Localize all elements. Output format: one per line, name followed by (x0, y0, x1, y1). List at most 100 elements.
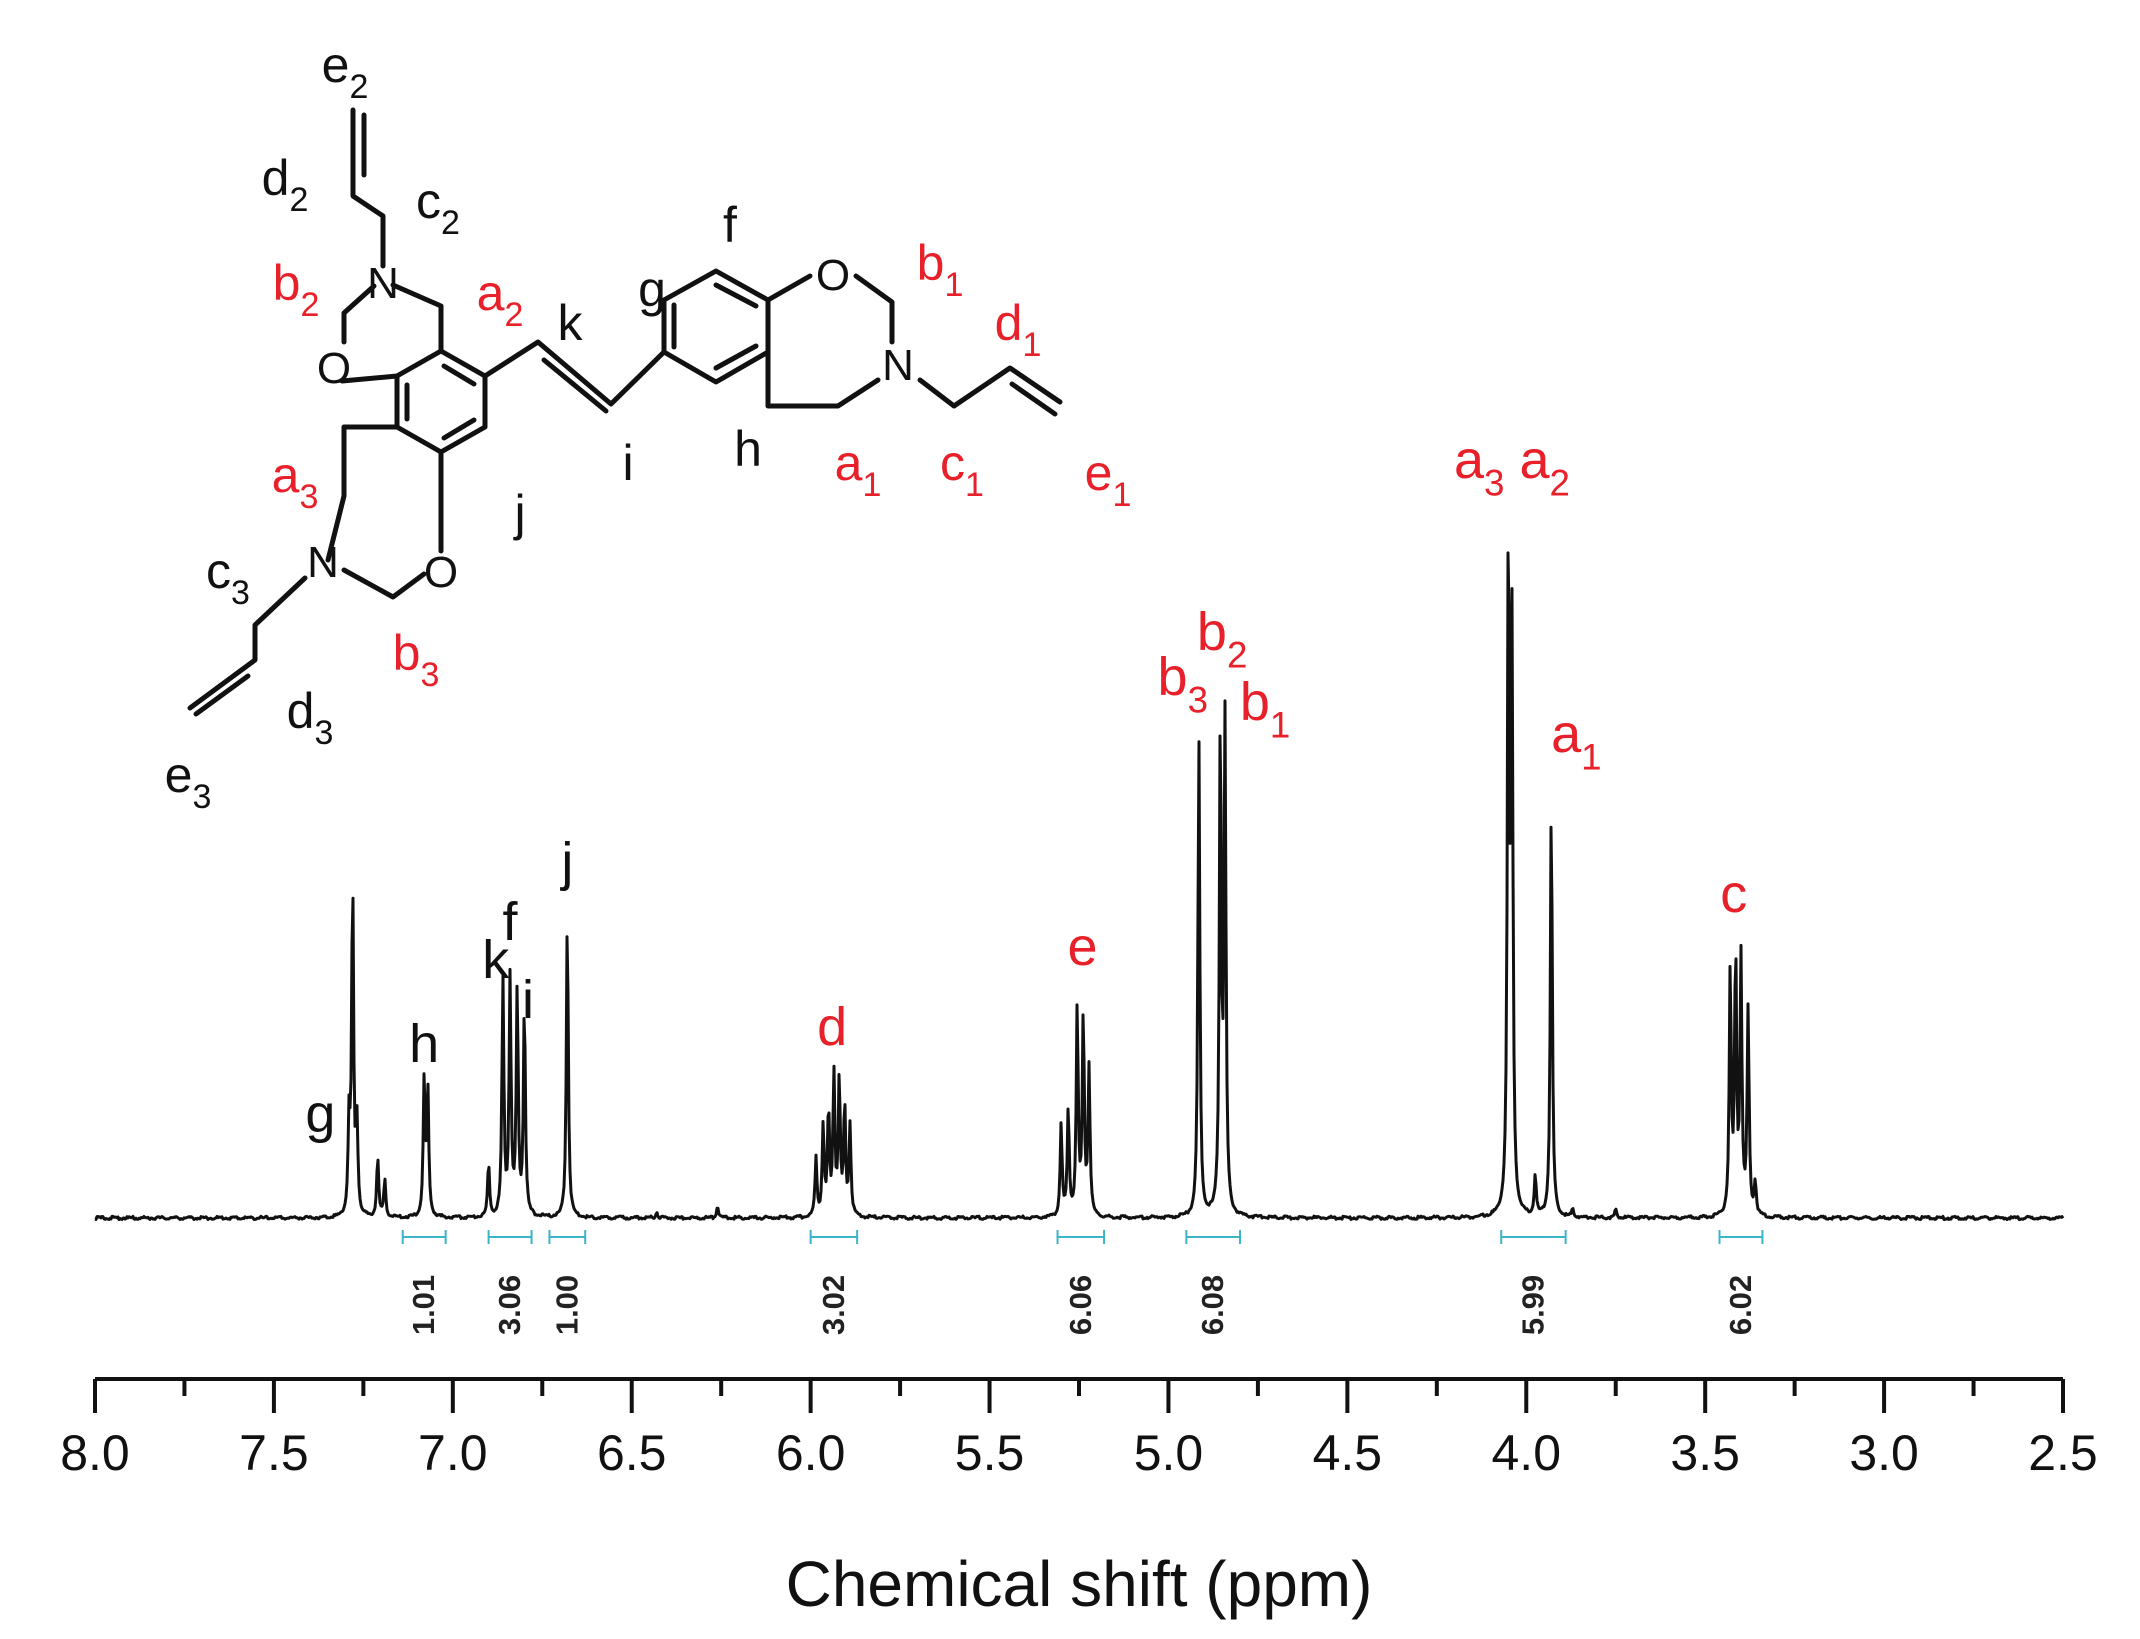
structure-label-d3-subscript: 3 (314, 714, 333, 752)
peak-label-c: c (1720, 864, 1747, 924)
structure-label-f-main: f (723, 197, 737, 253)
peak-label-g: g (305, 1084, 335, 1144)
x-tick-label: 4.5 (1313, 1425, 1383, 1481)
peak-label-d: d (817, 997, 847, 1057)
peak-label-k-main: k (482, 930, 510, 990)
structure-label-b2-subscript: 2 (300, 286, 319, 324)
structure-label-j-main: j (512, 485, 525, 541)
x-axis-title: Chemical shift (ppm) (786, 1548, 1373, 1620)
structure-label-a1: a1 (835, 435, 882, 504)
structure-label-c1-subscript: 1 (965, 466, 984, 504)
structure-label-c2-subscript: 2 (441, 204, 460, 242)
nitrogen-atom: N (307, 538, 339, 587)
integral-label: 6.06 (1063, 1275, 1098, 1335)
structure-label-b1-main: b (917, 235, 945, 291)
structure-label-b1-subscript: 1 (944, 266, 963, 304)
structure-label-d1: d1 (995, 295, 1042, 364)
x-tick-label: 3.5 (1670, 1425, 1740, 1481)
peak-label-e-main: e (1068, 917, 1098, 977)
structure-label-f: f (723, 197, 737, 253)
peak-label-f: f (503, 892, 519, 952)
integral-label: 1.01 (406, 1275, 441, 1335)
structure-label-a1-subscript: 1 (862, 466, 881, 504)
allyl-1-bond (917, 365, 1063, 409)
structure-label-e2-main: e (322, 37, 350, 93)
structure-label-e1: e1 (1085, 445, 1132, 514)
peak-label-a1: a1 (1551, 704, 1601, 777)
integral-label: 5.99 (1515, 1275, 1550, 1335)
structure-label-b3: b3 (393, 625, 440, 694)
peak-label-g-main: g (305, 1084, 335, 1144)
upper-oxazine-ring-bond (339, 373, 400, 384)
allyl-2-bond (350, 107, 386, 269)
structure-label-c3-subscript: 3 (231, 574, 250, 612)
central-benzene-ring (394, 348, 488, 455)
structure-label-e3-main: e (165, 747, 193, 803)
spectrum-trace (94, 551, 2065, 1222)
structure-label-b2: b2 (273, 255, 320, 324)
lower-oxazine-ring-bond (325, 424, 400, 563)
structure-label-b3-subscript: 3 (420, 656, 439, 694)
nitrogen-atom: N (882, 341, 914, 390)
structure-label-b1: b1 (917, 235, 964, 304)
spectrum (94, 551, 2065, 1222)
structure-label-j: j (512, 485, 525, 541)
allyl-3-bond (187, 575, 308, 711)
structure-label-h-main: h (734, 421, 762, 477)
x-tick-label: 6.0 (776, 1425, 846, 1481)
peak-label-b3-subscript: 3 (1188, 679, 1208, 720)
lower-oxazine-ring-bond (341, 567, 427, 600)
peak-label-c-main: c (1720, 864, 1747, 924)
structure-label-k-main: k (558, 295, 584, 351)
peak-label-b2: b2 (1197, 602, 1247, 675)
peak-label-a3a2-subscript: 2 (1550, 462, 1570, 503)
x-tick-label: 5.0 (1134, 1425, 1204, 1481)
molecule-structure: N O O N O N (187, 107, 1063, 717)
structure-label-d2-subscript: 2 (289, 181, 308, 219)
structure-label-a3-main: a (272, 447, 300, 503)
peak-label-k: k (482, 930, 510, 990)
structure-label-b3-main: b (393, 625, 421, 681)
structure-label-a3-subscript: 3 (299, 478, 318, 516)
peak-label-d-main: d (817, 997, 847, 1057)
peak-label-f-main: f (503, 892, 519, 952)
structure-label-b2-main: b (273, 255, 301, 311)
peak-label-h: h (409, 1014, 439, 1074)
right-oxazine-ring-bond (765, 273, 813, 303)
structure-label-d3: d3 (287, 683, 334, 752)
structure-label-e3-subscript: 3 (192, 778, 211, 816)
peak-label-a3a2-main: a (1454, 430, 1485, 490)
right-ring-double-bond (713, 282, 759, 309)
x-tick-label: 8.0 (60, 1425, 130, 1481)
peak-label-b2-subscript: 2 (1227, 634, 1247, 675)
x-tick-label: 7.5 (239, 1425, 309, 1481)
structure-label-d2: d2 (262, 150, 309, 219)
structure-label-e1-main: e (1085, 445, 1113, 501)
peak-label-b1-main: b (1240, 672, 1270, 732)
x-tick-label: 6.5 (597, 1425, 667, 1481)
integral-label: 1.00 (549, 1275, 584, 1335)
structure-label-a1-main: a (835, 435, 863, 491)
peak-label-b3: b3 (1158, 647, 1208, 720)
structure-label-e3: e3 (165, 747, 212, 816)
central-ring-bond (394, 348, 488, 455)
structure-label-g: g (638, 261, 666, 317)
peak-label-h-main: h (409, 1014, 439, 1074)
oxygen-atom: O (317, 344, 351, 393)
nitrogen-atom: N (367, 259, 399, 308)
structure-label-k: k (558, 295, 584, 351)
peak-label-a1-subscript: 1 (1581, 736, 1601, 777)
structure-label-c3-main: c (206, 543, 231, 599)
structure-label-a3: a3 (272, 447, 319, 516)
peak-label-a1-main: a (1551, 704, 1582, 764)
right-oxazine-ring-bond (765, 349, 881, 409)
structure-label-c2-main: c (416, 173, 441, 229)
structure-label-c1: c1 (940, 435, 984, 504)
upper-oxazine-ring-bond (390, 282, 444, 354)
x-tick-label: 5.5 (955, 1425, 1025, 1481)
peak-label-e: e (1068, 917, 1098, 977)
